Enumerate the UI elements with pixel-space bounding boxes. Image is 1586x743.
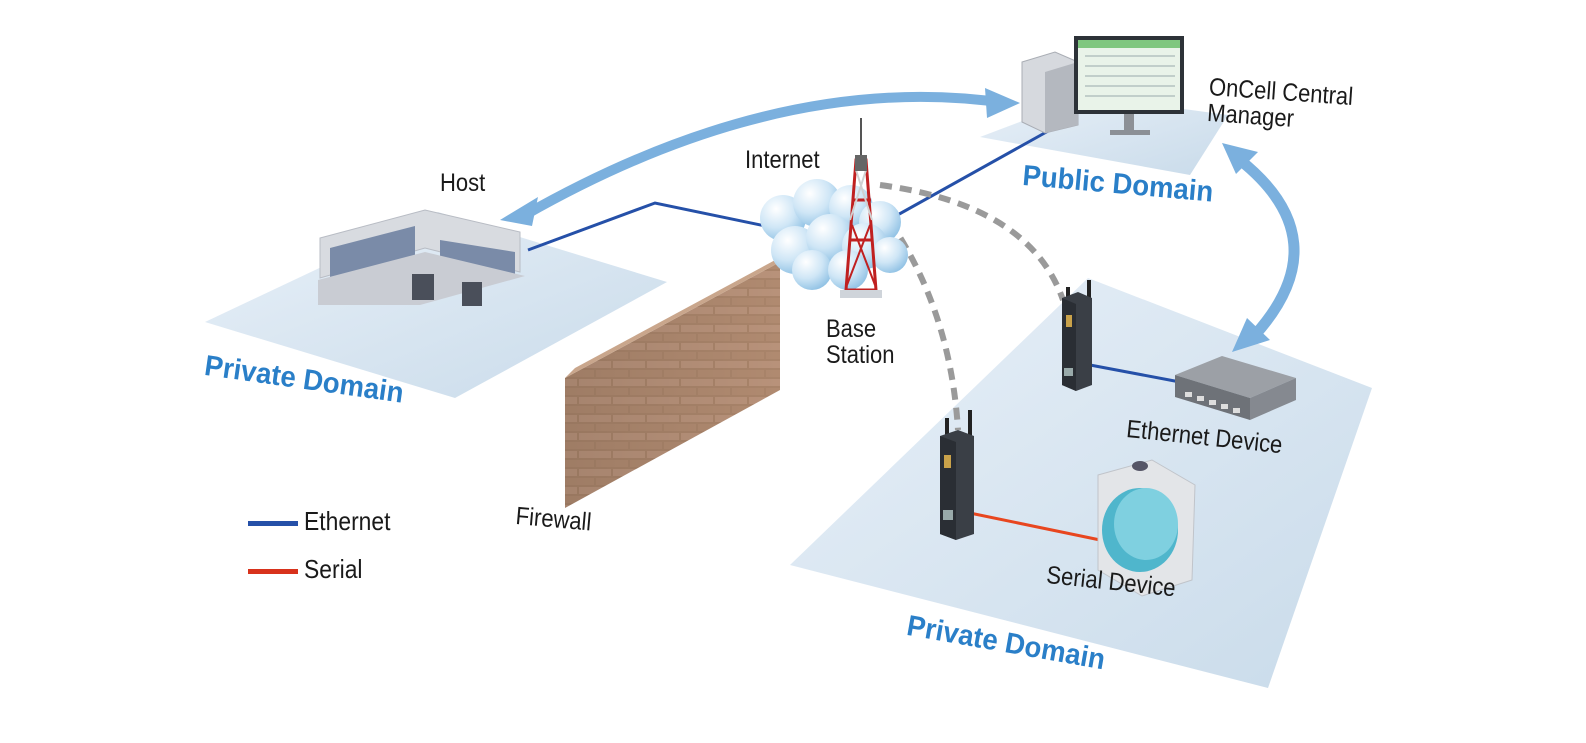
cellular-gateway-1 bbox=[1062, 280, 1092, 391]
central-manager-computer bbox=[1021, 36, 1184, 135]
legend-ethernet: Ethernet bbox=[304, 506, 402, 537]
serial-device bbox=[1097, 459, 1196, 597]
device-serial-line bbox=[964, 510, 1106, 543]
firewall-wall bbox=[565, 252, 790, 508]
firewall-label: Firewall bbox=[514, 502, 593, 537]
legend-ethernet-label: Ethernet bbox=[304, 506, 391, 536]
ethernet-device-switch bbox=[1175, 356, 1296, 420]
host-to-manager-arrow bbox=[500, 88, 1020, 226]
device-ethernet-line bbox=[1089, 363, 1181, 384]
wireless-link-1 bbox=[879, 182, 1066, 301]
host-label: Host bbox=[440, 169, 486, 197]
legend-ethernet-swatch bbox=[248, 521, 298, 526]
manager-ethernet-line bbox=[884, 128, 1051, 224]
manager-to-private-arrow bbox=[1222, 143, 1300, 352]
legend-serial: Serial bbox=[304, 554, 370, 585]
host-ethernet-line bbox=[527, 201, 776, 252]
base-station-label: Base Station bbox=[826, 315, 895, 370]
internet-label: Internet bbox=[745, 146, 820, 174]
cellular-gateway-2 bbox=[940, 410, 974, 540]
internet-cloud bbox=[760, 179, 908, 290]
private-domain-left-platform bbox=[205, 212, 667, 398]
legend-serial-label: Serial bbox=[304, 554, 363, 584]
host-control-room bbox=[318, 209, 525, 306]
legend-serial-swatch bbox=[248, 569, 298, 574]
central-manager-label: OnCell Central Manager bbox=[1206, 73, 1354, 134]
base-station-tower bbox=[840, 118, 882, 298]
